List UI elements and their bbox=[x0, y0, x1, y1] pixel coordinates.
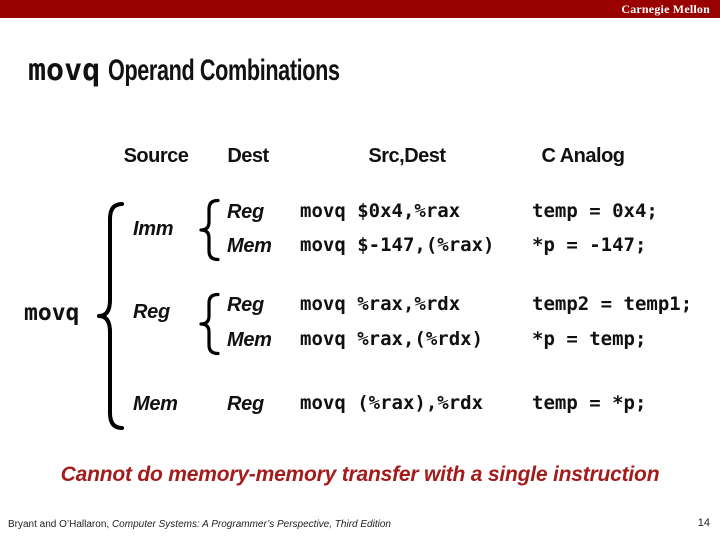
column-header-dest: Dest bbox=[227, 145, 269, 167]
page-number: 14 bbox=[697, 517, 710, 529]
asm-example: movq (%rax),%rdx bbox=[300, 392, 484, 414]
footer-authors: Bryant and O’Hallaron, bbox=[8, 519, 112, 530]
asm-example: movq %rax,%rdx bbox=[300, 293, 461, 315]
instruction-label: movq bbox=[24, 300, 80, 326]
brand-wordmark: Carnegie Mellon bbox=[621, 1, 710, 16]
column-header-source: Source bbox=[123, 145, 189, 167]
page-title: movq Operand Combinations bbox=[28, 56, 430, 86]
movq-group-brace bbox=[97, 202, 124, 430]
column-header-src-dest: Src,Dest bbox=[368, 145, 446, 167]
source-label-reg: Reg bbox=[133, 301, 170, 323]
title-instruction-code: movq bbox=[28, 53, 101, 88]
source-label-mem: Mem bbox=[133, 393, 178, 415]
footer-attribution: Bryant and O’Hallaron, Computer Systems:… bbox=[8, 519, 391, 531]
imm-group-brace bbox=[199, 198, 220, 262]
source-label-imm: Imm bbox=[133, 218, 174, 240]
footer-book-title: Computer Systems: A Programmer’s Perspec… bbox=[111, 519, 391, 530]
dest-label: Reg bbox=[227, 393, 264, 415]
asm-example: movq %rax,(%rdx) bbox=[300, 328, 484, 350]
dest-label: Mem bbox=[227, 329, 272, 351]
c-analog-example: temp = 0x4; bbox=[532, 200, 658, 222]
asm-example: movq $-147,(%rax) bbox=[300, 234, 495, 256]
asm-example: movq $0x4,%rax bbox=[300, 200, 461, 222]
column-header-c-analog: C Analog bbox=[541, 145, 625, 167]
dest-label: Mem bbox=[227, 235, 272, 257]
dest-label: Reg bbox=[227, 201, 264, 223]
memory-transfer-note: Cannot do memory-memory transfer with a … bbox=[60, 463, 660, 486]
c-analog-example: temp2 = temp1; bbox=[532, 293, 693, 315]
title-text: Operand Combinations bbox=[108, 54, 340, 87]
c-analog-example: *p = -147; bbox=[532, 234, 647, 256]
c-analog-example: *p = temp; bbox=[532, 328, 647, 350]
reg-group-brace bbox=[199, 292, 220, 356]
header-bar: Carnegie Mellon bbox=[0, 0, 720, 18]
c-analog-example: temp = *p; bbox=[532, 392, 647, 414]
dest-label: Reg bbox=[227, 294, 264, 316]
